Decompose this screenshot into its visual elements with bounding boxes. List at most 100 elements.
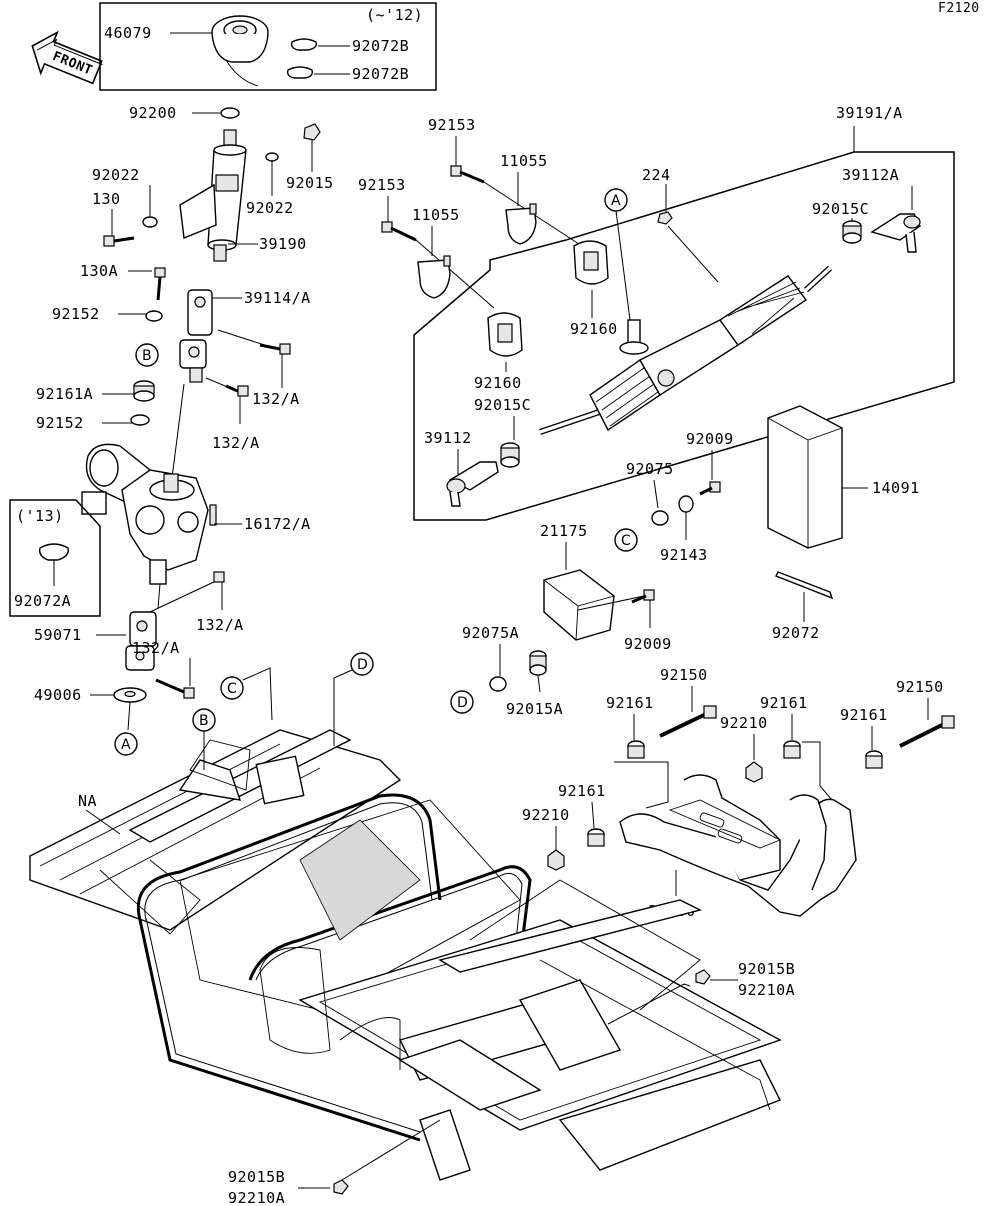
band-92072: 92072 (772, 571, 834, 642)
p92075A: 92075A (462, 624, 519, 642)
p92210A-2: 92210A (228, 1189, 285, 1206)
p92022-left: 92022 (92, 166, 140, 184)
callout-A-rack-text: A (611, 193, 621, 209)
p132A-2: 132/A (212, 434, 260, 452)
p92015C-2: 92015C (474, 396, 531, 414)
p132A-1: 132/A (252, 390, 300, 408)
clamp-1 (290, 38, 318, 51)
p92015C-1: 92015C (812, 200, 869, 218)
p92160-2: 92160 (474, 374, 522, 392)
frame-callouts: C D B (192, 652, 374, 770)
clamp-2 (286, 66, 314, 79)
clamp-11055-2 (417, 255, 451, 299)
p11055-1: 11055 (500, 152, 548, 170)
p92015A: 92015A (506, 700, 563, 718)
callout-B-column (135, 343, 159, 367)
callout-B-column-text: B (142, 348, 152, 364)
pNA: NA (78, 792, 97, 810)
bolt-92150-1 (659, 705, 717, 738)
tie-rod-end-right (870, 213, 921, 253)
rack-assembly (539, 265, 833, 435)
spacer-92015A (529, 650, 547, 676)
bolt-92153-2 (381, 221, 495, 309)
cover-14091: 14091 (767, 405, 920, 549)
p92009-2: 92009 (624, 635, 672, 653)
p92153-2: 92153 (358, 176, 406, 194)
tie-rod-end-left (446, 461, 499, 507)
p130A: 130A (80, 262, 118, 280)
p39114A: 39114/A (244, 289, 311, 307)
p92160-1: 92160 (570, 320, 618, 338)
inset-left-note: ('13) (16, 507, 64, 525)
p92161-3: 92161 (840, 706, 888, 724)
bolt-130 (103, 235, 135, 247)
bolt-132A-upper (217, 329, 291, 355)
callout-D-nut-text: D (457, 695, 468, 711)
callout-A-bottom-text: A (121, 737, 131, 753)
ecu-21175 (543, 569, 615, 641)
eps-unit: 16172/A (81, 443, 311, 585)
clamp-11055-1 (505, 203, 537, 245)
bolt-132A-bottom (155, 678, 195, 699)
callout-D-frame (350, 652, 374, 676)
clamp-92072A (38, 543, 69, 561)
nut-92015C-right (842, 220, 862, 244)
nut-92015C-left (500, 442, 520, 468)
bushing-92161-3 (865, 750, 883, 769)
bushing-92161-1 (627, 740, 645, 759)
boot-right (719, 275, 808, 346)
p130: 130 (92, 190, 121, 208)
callout-C-frame-text: C (227, 681, 237, 697)
bolt-92150-2 (899, 715, 955, 748)
p92152-bot: 92152 (36, 414, 84, 432)
p59071: 59071 (34, 626, 82, 644)
p92072A: 92072A (14, 592, 71, 610)
p92072B-2: 92072B (352, 65, 409, 83)
p92210-2: 92210 (522, 806, 570, 824)
callout-C-ecu (614, 528, 638, 552)
column-tube (179, 129, 247, 262)
p92153-1: 92153 (428, 116, 476, 134)
p39190: 39190 (259, 235, 307, 253)
p39191A: 39191/A (836, 104, 903, 122)
ecu-group: 92009 92075 92143 C 21175 92009 92075A (450, 430, 734, 718)
p92015: 92015 (286, 174, 334, 192)
p92009-1: 92009 (686, 430, 734, 448)
bushing-92161-4 (587, 828, 605, 847)
callout-C-frame (220, 676, 244, 700)
p46079: 46079 (104, 24, 152, 42)
p92022-right: 92022 (246, 199, 294, 217)
lower-joint-group: 132/A 59071 132/A 49006 A (34, 571, 244, 756)
p92075: 92075 (626, 460, 674, 478)
rack-box: 39191/A A 224 39112 (413, 104, 955, 521)
main-frame: NA (29, 729, 782, 1181)
p92150-2: 92150 (896, 678, 944, 696)
p92210-1: 92210 (720, 714, 768, 732)
fastener-bottom: 92015B 92210A (228, 1119, 441, 1206)
bolt-132A-lower (205, 377, 249, 397)
aarm-group: 92150 92150 92161 92161 92161 9221 (522, 666, 955, 920)
fastener-right: 92015B 92210A (607, 960, 795, 1025)
p92015B-2: 92015B (228, 1168, 285, 1186)
bolt-92009-1 (699, 481, 721, 496)
callout-A-bottom (114, 732, 138, 756)
callout-C-ecu-text: C (621, 533, 631, 549)
figure-code: F2120 (938, 1, 980, 16)
p39112: 39112 (424, 429, 472, 447)
bolt-130A (154, 267, 166, 301)
p92015B-1: 92015B (738, 960, 795, 978)
p132A-3: 132/A (196, 616, 244, 634)
front-arrow: FRONT (31, 30, 103, 85)
p11055-2: 11055 (412, 206, 460, 224)
steering-column-group: 92200 92022 130 92022 92015 (36, 104, 334, 479)
steering-cover-part (211, 15, 269, 87)
p92210A-1: 92210A (738, 981, 795, 999)
bolt-92009-2 (631, 589, 655, 604)
p16172A: 16172/A (244, 515, 311, 533)
bushing-92161A (133, 380, 155, 402)
p14091: 14091 (872, 479, 920, 497)
top-inset: (~'12) 46079 92072B 92072B (99, 2, 437, 91)
p92161-4: 92161 (558, 782, 606, 800)
p92161-1: 92161 (606, 694, 654, 712)
